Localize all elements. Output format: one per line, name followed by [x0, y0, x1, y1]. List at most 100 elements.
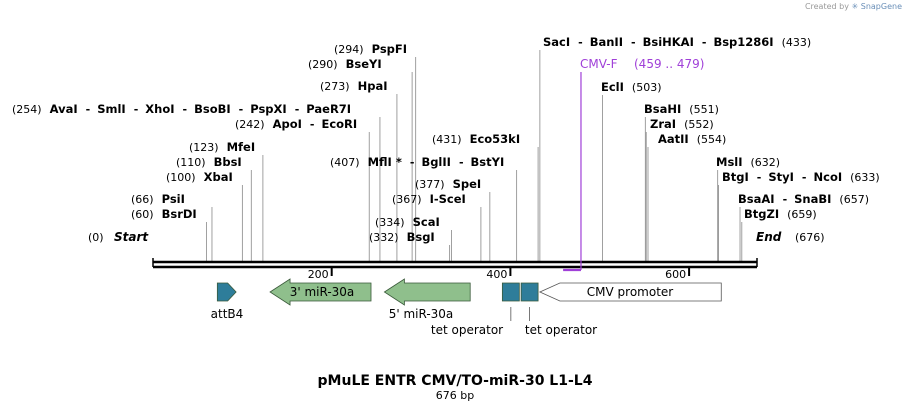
feature-shape — [269, 278, 372, 306]
start-label: Start — [114, 230, 149, 244]
site-enzyme-name: EcoRI — [321, 117, 357, 131]
feature-tet-operator[interactable]: tet operator — [431, 282, 520, 337]
site-i-scei[interactable]: (367)I-SceI — [392, 192, 466, 206]
site-hpai[interactable]: (273) HpaI — [320, 79, 388, 93]
feature-label: 5' miR-30a — [389, 307, 454, 321]
site-enzyme-name: BsoBI — [194, 102, 231, 116]
site-enzyme-name: AatII — [658, 132, 689, 146]
site-enzyme-name: BsgI — [407, 230, 435, 244]
site-scai[interactable]: (334)ScaI — [375, 215, 440, 229]
site-separator: - — [310, 118, 315, 131]
site-pspfi[interactable]: (294)PspFI — [334, 42, 407, 56]
tick-600: 600 — [665, 267, 691, 281]
site-enzyme-name: EclI — [601, 80, 624, 94]
site-apoi[interactable]: (242) ApoI-EcoRI — [235, 117, 357, 131]
site-position: (254) — [12, 103, 42, 116]
site-enzyme-name: BtgZI — [744, 207, 779, 221]
feature-shape — [216, 282, 237, 302]
primer-range: (459 .. 479) — [634, 57, 704, 71]
site-separator: - — [783, 193, 788, 206]
feature-5-mir-30a[interactable]: 5' miR-30a — [383, 278, 471, 321]
site-enzyme-name: SpeI — [453, 177, 482, 191]
site-separator: - — [578, 36, 583, 49]
site-position: (60) — [131, 208, 154, 221]
site-enzyme-name: BglII — [421, 155, 451, 169]
feature-shape — [538, 282, 722, 302]
site-mfei[interactable]: (123) MfeI — [189, 140, 255, 154]
site-enzyme-name: BsaHI — [644, 102, 681, 116]
site-position: (632) — [751, 156, 781, 169]
site-position: (294) — [334, 43, 364, 56]
site-aatii[interactable]: AatII(554) — [658, 132, 726, 146]
site-enzyme-name: MflI * — [368, 155, 402, 169]
site-separator: - — [757, 171, 762, 184]
feature-3-mir-30a[interactable]: 3' miR-30a — [269, 278, 372, 306]
site-mfli-[interactable]: (407)MflI *-BglII-BstYI — [330, 155, 504, 169]
feature-attb4[interactable]: attB4 — [211, 282, 244, 321]
site-position: (377) — [415, 178, 445, 191]
site-eco53ki[interactable]: (431)Eco53kI — [432, 132, 520, 146]
site-avai[interactable]: (254)AvaI-SmlI-XhoI-BsoBI-PspXI-PaeR7I — [12, 102, 351, 116]
site-enzyme-name: PaeR7I — [306, 102, 351, 116]
site-lines-group — [206, 50, 743, 261]
site-enzyme-name: ApoI — [273, 117, 302, 131]
site-enzyme-name: SmlI — [97, 102, 126, 116]
site-zrai[interactable]: ZraI (552) — [650, 117, 714, 131]
site-position: (334) — [375, 216, 405, 229]
site-bsahi[interactable]: BsaHI (551) — [644, 102, 719, 116]
site-ecli[interactable]: EclI (503) — [601, 80, 662, 94]
site-position: (657) — [839, 193, 869, 206]
site-enzyme-name: BsiHKAI — [643, 35, 694, 49]
site-xbai[interactable]: (100)XbaI — [166, 170, 233, 184]
watermark-prefix: Created by — [804, 2, 849, 11]
map-subtitle: 676 bp — [436, 389, 474, 402]
end-position: (676) — [795, 231, 825, 244]
site-labels-group: (60) BsrDI (66) PsiI (100)XbaI(110)BbsI(123)… — [12, 35, 880, 272]
feature-cmv-promoter[interactable]: CMV promoter — [538, 282, 722, 302]
site-separator: - — [410, 156, 415, 169]
site-separator: - — [702, 36, 707, 49]
map-title: pMuLE ENTR CMV/TO-miR-30 L1-L4 — [318, 373, 593, 389]
site-enzyme-name: PsiI — [162, 192, 185, 206]
site-separator: - — [459, 156, 464, 169]
site-bseyi[interactable]: (290)BseYI — [308, 57, 382, 71]
feature-tet-operator[interactable]: tet operator — [520, 282, 597, 337]
site-saci[interactable]: SacI-BanII-BsiHKAI-Bsp1286I(433) — [543, 35, 811, 49]
site-separator: - — [183, 103, 188, 116]
feature-label: 3' miR-30a — [290, 285, 355, 299]
snapgene-logo-icon: ✳ — [851, 2, 859, 11]
site-enzyme-name: HpaI — [358, 79, 388, 93]
site-position: (242) — [235, 118, 265, 131]
site-position: (66) — [131, 193, 154, 206]
site-msli[interactable]: MslI(632) — [716, 155, 780, 169]
site-position: (123) — [189, 141, 219, 154]
site-enzyme-name: ZraI — [650, 117, 676, 131]
site-enzyme-name: BseYI — [346, 57, 382, 71]
site-separator: - — [134, 103, 139, 116]
site-position: (503) — [632, 81, 662, 94]
site-enzyme-name: PspXI — [250, 102, 286, 116]
feature-shape — [501, 282, 520, 302]
feature-label: tet operator — [525, 323, 597, 337]
site-position: (633) — [850, 171, 880, 184]
site-bsaai[interactable]: BsaAI-SnaBI(657) — [738, 192, 869, 206]
site-enzyme-name: I-SceI — [430, 192, 466, 206]
site-bsgi[interactable]: (332)BsgI — [369, 230, 435, 244]
site-position: (273) — [320, 80, 350, 93]
site-bbsi[interactable]: (110)BbsI — [176, 155, 242, 169]
site-enzyme-name: MfeI — [227, 140, 256, 154]
feature-label: CMV promoter — [587, 285, 674, 299]
site-spei[interactable]: (377) SpeI — [415, 177, 481, 191]
site-position: (552) — [684, 118, 714, 131]
site-btgzi[interactable]: BtgZI(659) — [744, 207, 817, 221]
primer-cmv-f[interactable]: CMV-F(459 .. 479) — [563, 57, 704, 272]
site-bsrdi[interactable]: (60) BsrDI — [131, 207, 197, 221]
feature-shape — [520, 282, 539, 302]
site-enzyme-name: BsrDI — [162, 207, 197, 221]
feature-label: attB4 — [211, 307, 244, 321]
site-psii[interactable]: (66) PsiI — [131, 192, 185, 206]
site-position: (551) — [689, 103, 719, 116]
site-position: (407) — [330, 156, 360, 169]
site-enzyme-name: BanII — [590, 35, 623, 49]
site-btgi[interactable]: BtgI-StyI-NcoI(633) — [722, 170, 880, 184]
